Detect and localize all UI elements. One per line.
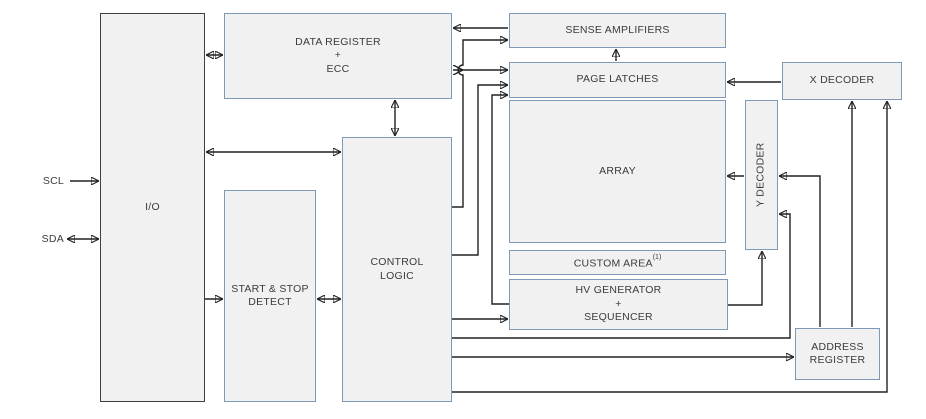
custom-area-label-text: CUSTOM AREA [573, 257, 653, 270]
y-decoder-block: Y DECODER [745, 100, 778, 250]
connector-control-logic-to-page-latches [452, 85, 508, 256]
connector-control-logic-to-x-decoder [452, 101, 887, 393]
array-label: ARRAY [599, 164, 636, 177]
x-decoder-block: X DECODER [782, 62, 902, 100]
address-register-block: ADDRESS REGISTER [795, 328, 880, 380]
connector-hv-generator-to-page-latches [491, 95, 509, 305]
start-stop-detect-label: START & STOP DETECT [231, 282, 309, 309]
page-latches-label: PAGE LATCHES [576, 73, 659, 86]
array-block: ARRAY [509, 100, 726, 243]
control-logic-label: CONTROL LOGIC [370, 256, 424, 282]
data-register-ecc-block: DATA REGISTER + ECC [224, 13, 452, 99]
io-block: I/O [100, 13, 205, 402]
connector-address-register-to-y-decoder [779, 176, 821, 327]
io-block-label: I/O [145, 200, 160, 213]
connector-control-logic-to-sense-amplifiers [452, 40, 508, 208]
control-logic-block: CONTROL LOGIC [342, 137, 452, 402]
sense-amplifiers-block: SENSE AMPLIFIERS [509, 13, 726, 48]
hv-generator-sequencer-block: HV GENERATOR + SEQUENCER [509, 279, 728, 330]
address-register-label: ADDRESS REGISTER [809, 340, 866, 367]
custom-area-label: CUSTOM AREA(1) [574, 254, 662, 271]
connector-control-logic-to-y-decoder [452, 214, 791, 339]
start-stop-detect-block: START & STOP DETECT [224, 190, 316, 402]
page-latches-block: PAGE LATCHES [509, 62, 726, 98]
x-decoder-label: X DECODER [809, 74, 875, 87]
custom-area-footnote: (1) [652, 253, 662, 261]
connector-hv-generator-to-y-decoder [728, 251, 762, 306]
scl-pin-label: SCL [42, 175, 64, 187]
data-register-ecc-label: DATA REGISTER + ECC [295, 35, 381, 75]
sda-pin-label: SDA [41, 233, 64, 245]
sense-amplifiers-label: SENSE AMPLIFIERS [565, 23, 670, 36]
hv-generator-sequencer-label: HV GENERATOR + SEQUENCER [575, 284, 662, 324]
custom-area-block: CUSTOM AREA(1) [509, 250, 726, 275]
y-decoder-label: Y DECODER [754, 142, 767, 208]
